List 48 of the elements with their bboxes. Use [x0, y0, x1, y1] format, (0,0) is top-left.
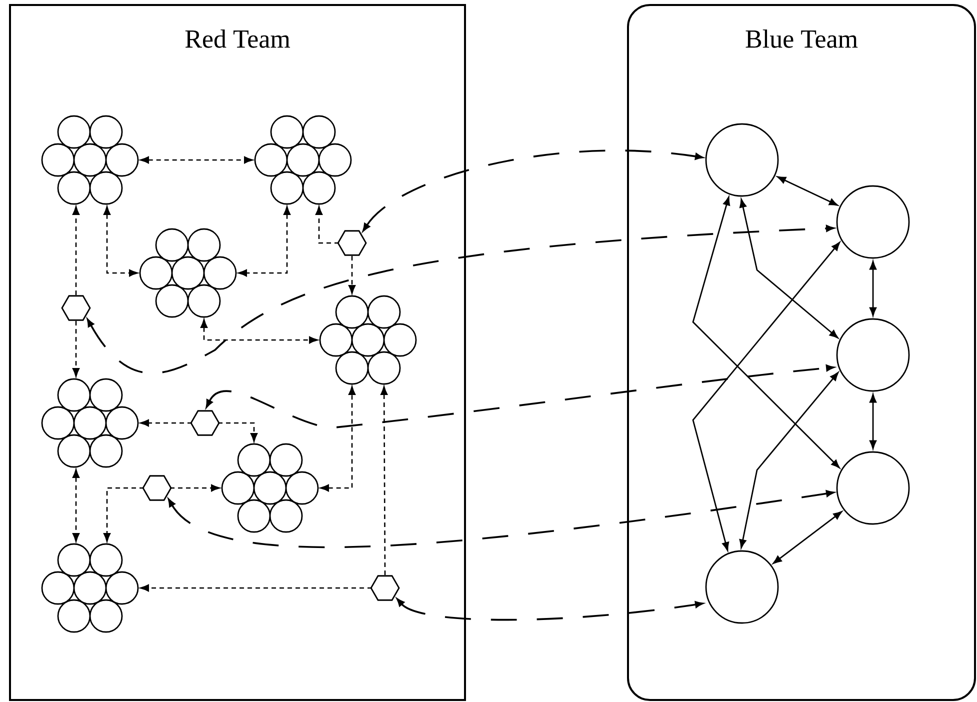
arrow [348, 256, 356, 294]
hexagon [370, 575, 400, 601]
arrow [168, 490, 834, 548]
arrow [72, 321, 80, 377]
arrow [692, 196, 840, 468]
circle [836, 451, 910, 525]
arrow [315, 206, 339, 244]
arrow [140, 156, 253, 164]
arrow [86, 225, 834, 374]
arrow [103, 206, 138, 277]
circle-cluster [254, 115, 352, 205]
arrow [238, 206, 291, 277]
hexagon [190, 410, 220, 436]
arrow [870, 260, 876, 316]
arrow [380, 386, 388, 576]
circle-cluster [319, 295, 417, 385]
hexagon [61, 295, 91, 321]
arrow [218, 422, 258, 442]
arrow [870, 394, 876, 450]
arrow [140, 584, 372, 592]
arrow [72, 469, 80, 542]
arrow [140, 419, 192, 427]
arrow [396, 598, 704, 621]
arrow [362, 150, 704, 232]
arrow [772, 511, 842, 564]
arrow [739, 372, 839, 548]
arrow [206, 364, 834, 429]
circle-cluster [41, 543, 139, 633]
circle-cluster [41, 378, 139, 468]
arrow [170, 484, 220, 492]
arrow [740, 198, 838, 338]
hexagon [142, 475, 172, 501]
team-panel: Blue Team [627, 4, 976, 701]
circle-cluster [41, 115, 139, 205]
arrow [103, 487, 144, 542]
circle [705, 550, 779, 624]
arrow [320, 386, 356, 492]
circle [705, 123, 779, 197]
circle [836, 318, 910, 392]
circle-cluster [221, 443, 319, 533]
arrow [72, 206, 80, 295]
team-panel: Red Team [9, 4, 466, 701]
hexagon [337, 230, 367, 256]
circle [836, 185, 910, 259]
arrow [692, 242, 840, 551]
arrow [200, 319, 318, 344]
circle-cluster [139, 228, 237, 318]
arrow [777, 176, 838, 206]
